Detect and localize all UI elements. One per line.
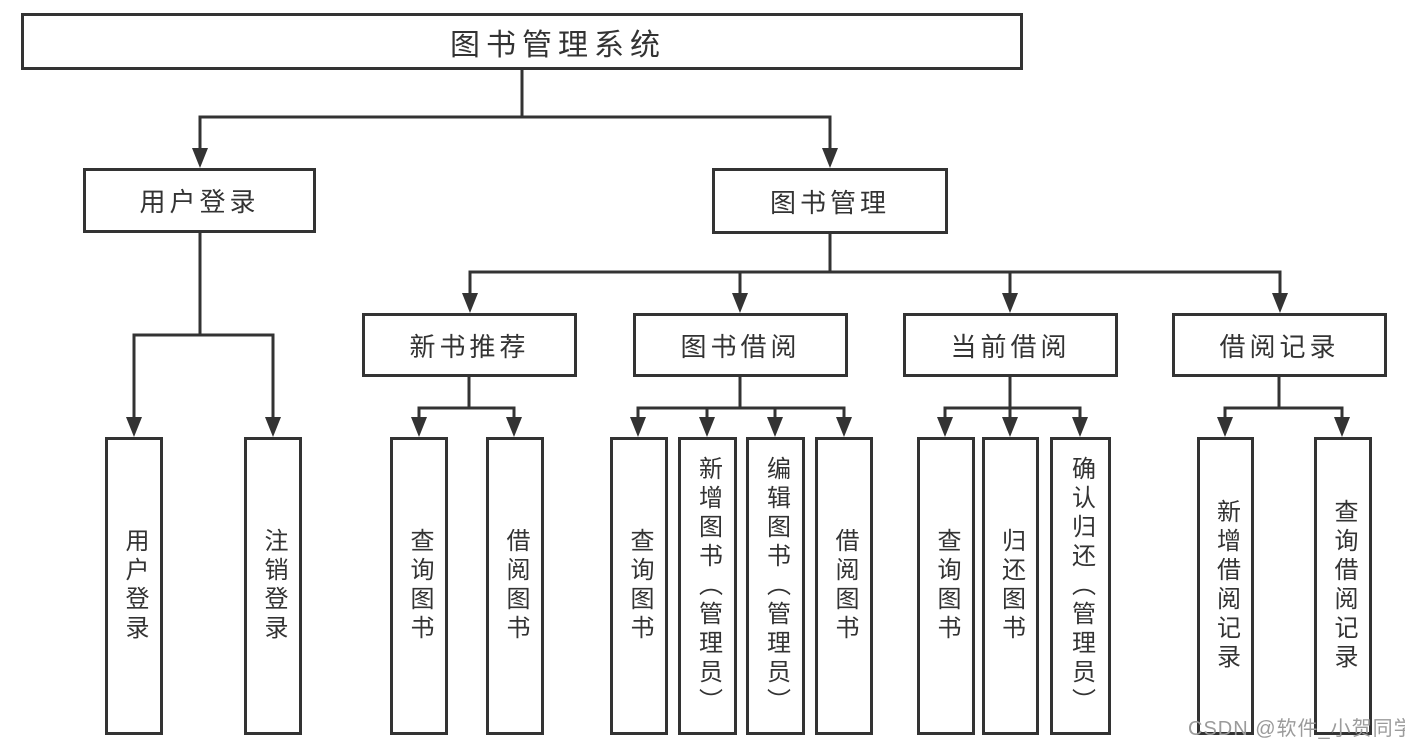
node-user-login: 用户登录 <box>83 168 316 233</box>
leaf-logout-label: 注销登录 <box>260 528 287 644</box>
node-book-management-label: 图书管理 <box>769 187 890 218</box>
arrow-down-icon <box>1072 417 1088 437</box>
node-book-borrow-label: 图书借阅 <box>680 331 801 362</box>
connector-user-login-children <box>132 232 275 420</box>
arrowheads <box>126 148 1350 437</box>
leaf-label: 新增图书（管理员） <box>694 455 722 717</box>
node-borrow-records-label: 借阅记录 <box>1219 331 1340 362</box>
arrow-down-icon <box>192 148 208 168</box>
node-new-book-recommend: 新书推荐 <box>362 313 577 377</box>
connector-book-borrow-children <box>636 377 846 421</box>
leaf-label: 确认归还（管理员） <box>1067 455 1095 717</box>
connector-borrow-records-children <box>1223 377 1344 421</box>
arrow-down-icon <box>1217 417 1233 437</box>
arrow-down-icon <box>411 417 427 437</box>
leaf-label: 查询图书 <box>406 528 433 644</box>
arrow-down-icon <box>1002 293 1018 313</box>
arrow-down-icon <box>506 417 522 437</box>
leaf-query-books-current: 查询图书 <box>917 437 975 735</box>
arrow-down-icon <box>265 417 281 437</box>
leaf-label: 归还图书 <box>997 528 1025 644</box>
node-current-borrow-label: 当前借阅 <box>950 331 1071 362</box>
node-book-management: 图书管理 <box>712 168 948 234</box>
leaf-edit-book-admin: 编辑图书（管理员） <box>746 437 805 735</box>
node-borrow-records: 借阅记录 <box>1172 313 1387 377</box>
leaf-label: 查询借阅记录 <box>1330 499 1357 673</box>
leaf-query-books-recommend: 查询图书 <box>390 437 448 735</box>
leaf-user-login: 用户登录 <box>105 437 163 735</box>
leaf-label: 借阅图书 <box>502 528 529 644</box>
arrow-down-icon <box>767 417 783 437</box>
leaf-borrow-books: 借阅图书 <box>815 437 873 735</box>
leaf-label: 借阅图书 <box>831 528 858 644</box>
leaf-query-borrow-record: 查询借阅记录 <box>1314 437 1372 735</box>
arrow-down-icon <box>630 417 646 437</box>
leaf-label: 查询图书 <box>933 528 960 644</box>
arrow-down-icon <box>836 417 852 437</box>
leaf-borrow-books-recommend: 借阅图书 <box>486 437 544 735</box>
connector-current-borrow-children <box>943 377 1082 421</box>
connector-new-book-rec-children <box>417 377 516 421</box>
leaf-confirm-return-admin: 确认归还（管理员） <box>1050 437 1111 735</box>
leaf-label: 编辑图书（管理员） <box>762 455 790 717</box>
arrow-down-icon <box>1272 293 1288 313</box>
node-current-borrow: 当前借阅 <box>903 313 1118 377</box>
csdn-watermark: CSDN @软件_小贺同学 <box>1188 718 1405 740</box>
node-root-label: 图书管理系统 <box>450 28 666 62</box>
leaf-return-book: 归还图书 <box>982 437 1039 735</box>
arrow-down-icon <box>732 293 748 313</box>
leaf-logout: 注销登录 <box>244 437 302 735</box>
arrow-down-icon <box>699 417 715 437</box>
arrow-down-icon <box>1002 417 1018 437</box>
connector-book-mgmt-to-level3 <box>468 234 1282 296</box>
leaf-query-books-borrow: 查询图书 <box>610 437 668 735</box>
arrow-down-icon <box>126 417 142 437</box>
arrow-down-icon <box>1334 417 1350 437</box>
leaf-user-login-label: 用户登录 <box>121 528 148 644</box>
node-book-borrow: 图书借阅 <box>633 313 848 377</box>
leaf-label: 查询图书 <box>626 528 653 644</box>
leaf-label: 新增借阅记录 <box>1212 499 1240 673</box>
leaf-add-borrow-record: 新增借阅记录 <box>1197 437 1254 735</box>
arrow-down-icon <box>937 417 953 437</box>
node-user-login-label: 用户登录 <box>139 187 260 217</box>
node-new-book-recommend-label: 新书推荐 <box>409 331 530 362</box>
node-root: 图书管理系统 <box>21 13 1023 70</box>
leaf-add-book-admin: 新增图书（管理员） <box>678 437 737 735</box>
connector-root-to-level2 <box>198 70 832 151</box>
arrow-down-icon <box>462 293 478 313</box>
arrow-down-icon <box>822 148 838 168</box>
